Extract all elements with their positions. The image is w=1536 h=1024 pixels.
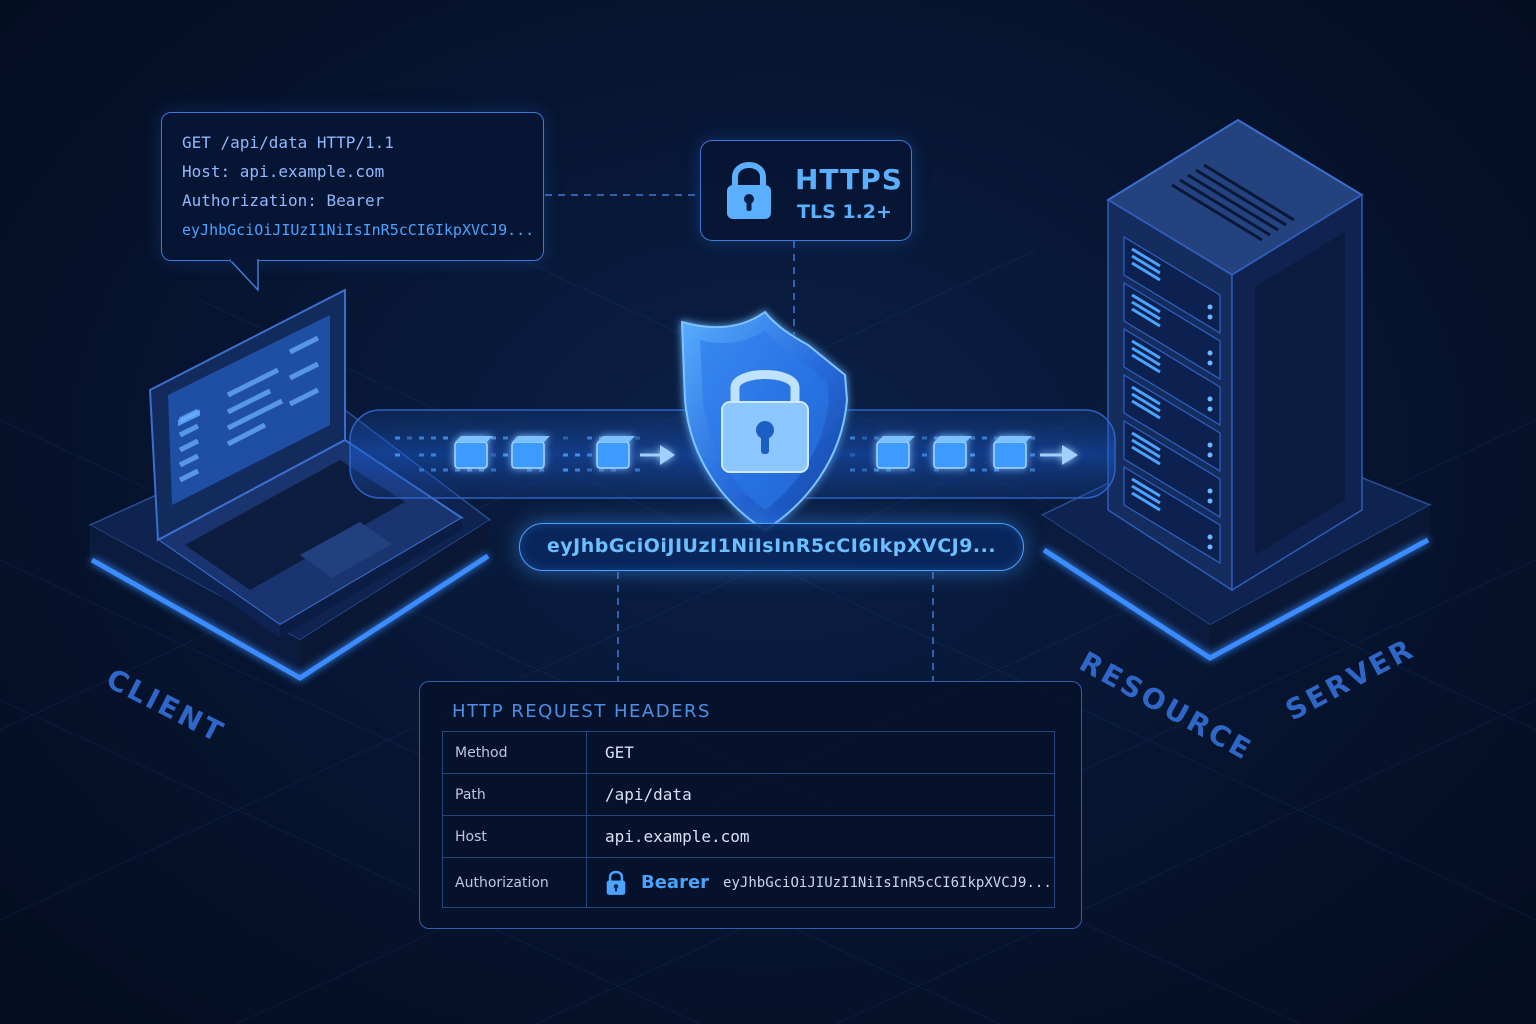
beam-dot [982, 469, 987, 472]
beam-dot [431, 469, 436, 472]
data-packet-icon [455, 436, 493, 468]
beam-dot [395, 454, 400, 457]
bubble-tail [230, 258, 262, 292]
request-bubble: GET /api/data HTTP/1.1 Host: api.example… [161, 112, 544, 261]
beam-dot [479, 469, 484, 472]
host-line: Host: api.example.com [182, 162, 543, 191]
beam-dot [982, 437, 987, 440]
token-pill: eyJhbGciOiJIUzI1NiIsInR5cCI6IkpXVCJ9... [519, 523, 1024, 571]
beam-dot [419, 454, 424, 457]
data-packet-icon [597, 436, 635, 468]
data-packet-icon [877, 436, 915, 468]
beam-dot [994, 469, 999, 472]
beam-dot [503, 437, 508, 440]
beam-dot [443, 469, 448, 472]
data-packet-icon [994, 436, 1032, 468]
authorization-line: Authorization: Bearer [182, 191, 543, 220]
beam-dot [611, 469, 616, 472]
auth-token: eyJhbGciOiJIUzI1NiIsInR5cCI6IkpXVCJ9... [723, 875, 1052, 891]
beam-dot [850, 437, 855, 440]
beam-dot [419, 437, 424, 440]
beam-dot [527, 469, 532, 472]
beam-dot [431, 437, 436, 440]
panel-title: HTTP REQUEST HEADERS [452, 701, 711, 722]
header-value: GET [587, 732, 1055, 774]
beam-dot [587, 437, 592, 440]
beam-dot [850, 469, 855, 472]
beam-dot [850, 454, 855, 457]
beam-dot [874, 437, 879, 440]
table-row: Method GET [443, 732, 1055, 774]
beam-dot [886, 469, 891, 472]
header-value: /api/data [587, 774, 1055, 816]
beam-dot [587, 469, 592, 472]
beam-dot [431, 454, 436, 457]
beam-dot [563, 454, 568, 457]
request-line: GET /api/data HTTP/1.1 [182, 133, 543, 162]
beam-dot [922, 437, 927, 440]
beam-dot [922, 454, 927, 457]
tls-version-label: TLS 1.2+ [797, 201, 892, 223]
beam-dot [599, 469, 604, 472]
beam-dot [575, 469, 580, 472]
beam-dot [443, 437, 448, 440]
data-packet-icon [512, 436, 550, 468]
headers-table: Method GET Path /api/data Host api.examp… [442, 731, 1055, 908]
table-row-authorization: Authorization Bearer eyJhbGciOiJIUzI1NiI… [443, 858, 1055, 908]
beam-dot [419, 469, 424, 472]
header-key: Method [443, 732, 587, 774]
beam-dot [503, 454, 508, 457]
beam-dot [407, 437, 412, 440]
headers-panel: HTTP REQUEST HEADERS Method GET Path /ap… [419, 681, 1082, 929]
header-key: Path [443, 774, 587, 816]
https-badge: HTTPS TLS 1.2+ [700, 140, 912, 241]
server-tower-icon [1108, 120, 1362, 590]
beam-dot [467, 469, 472, 472]
header-value: api.example.com [587, 816, 1055, 858]
beam-dot [455, 469, 460, 472]
beam-dot [491, 454, 496, 457]
header-key: Host [443, 816, 587, 858]
beam-dot [587, 454, 592, 457]
beam-dot [539, 469, 544, 472]
padlock-icon [723, 159, 775, 223]
beam-dot [910, 469, 915, 472]
beam-dot [563, 469, 568, 472]
beam-dot [563, 437, 568, 440]
beam-dot [491, 469, 496, 472]
padlock-icon [605, 869, 627, 897]
header-value: Bearer eyJhbGciOiJIUzI1NiIsInR5cCI6IkpXV… [587, 858, 1055, 908]
beam-dot [934, 469, 939, 472]
beam-dot [635, 437, 640, 440]
beam-dot [575, 454, 580, 457]
header-key: Authorization [443, 858, 587, 908]
protocol-label: HTTPS [795, 163, 903, 196]
data-packet-icon [934, 436, 972, 468]
beam-dot [862, 437, 867, 440]
token-line: eyJhbGciOiJIUzI1NiIsInR5cCI6IkpXVCJ9... [182, 220, 543, 249]
table-row: Path /api/data [443, 774, 1055, 816]
table-row: Host api.example.com [443, 816, 1055, 858]
beam-dot [862, 469, 867, 472]
beam-dot [874, 469, 879, 472]
beam-dot [395, 437, 400, 440]
beam-dot [1030, 454, 1035, 457]
auth-scheme: Bearer [641, 872, 709, 893]
beam-dot [970, 469, 975, 472]
beam-dot [635, 469, 640, 472]
beam-dot [1030, 469, 1035, 472]
beam-dot [970, 454, 975, 457]
